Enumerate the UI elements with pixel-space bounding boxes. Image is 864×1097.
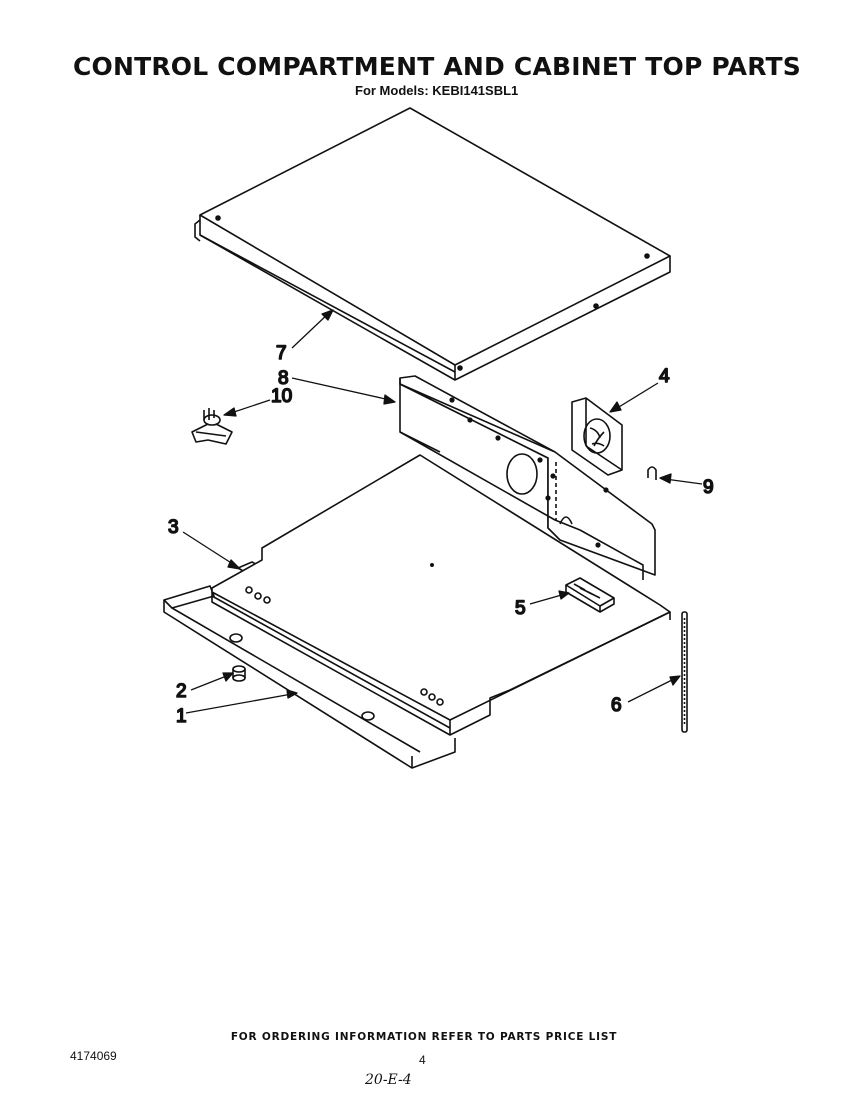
callout-2: 2	[176, 681, 187, 702]
part-5-terminal-block	[565, 577, 615, 613]
callout-9: 9	[703, 477, 714, 498]
callout-5: 5	[515, 598, 526, 619]
part-8-bracket	[399, 375, 656, 580]
leader-lines	[182, 309, 703, 714]
callout-8: 8	[278, 368, 289, 389]
part-1-base	[163, 585, 456, 769]
callout-3: 3	[168, 517, 179, 538]
page-number: 4	[419, 1053, 426, 1067]
part-6-strip	[681, 611, 688, 733]
part-7-cabinet-top	[194, 107, 671, 381]
ordering-note: FOR ORDERING INFORMATION REFER TO PARTS …	[230, 1031, 618, 1043]
callout-10: 10	[271, 386, 292, 407]
document-number: 4174069	[70, 1049, 117, 1063]
part-2-spacer	[232, 665, 246, 682]
page-title: CONTROL COMPARTMENT AND CABINET TOP PART…	[72, 52, 801, 81]
part-9-clip	[647, 466, 657, 480]
callout-4: 4	[659, 366, 670, 387]
part-4-fan	[571, 397, 623, 476]
part-10-thermostat	[191, 408, 233, 445]
model-subtitle: For Models: KEBI141SBL1	[355, 83, 519, 98]
callout-6: 6	[611, 695, 622, 716]
callout-1: 1	[176, 706, 187, 727]
handwritten-note: 20-E-4	[365, 1072, 412, 1088]
callout-7: 7	[276, 343, 287, 364]
compartment-base	[211, 454, 671, 736]
